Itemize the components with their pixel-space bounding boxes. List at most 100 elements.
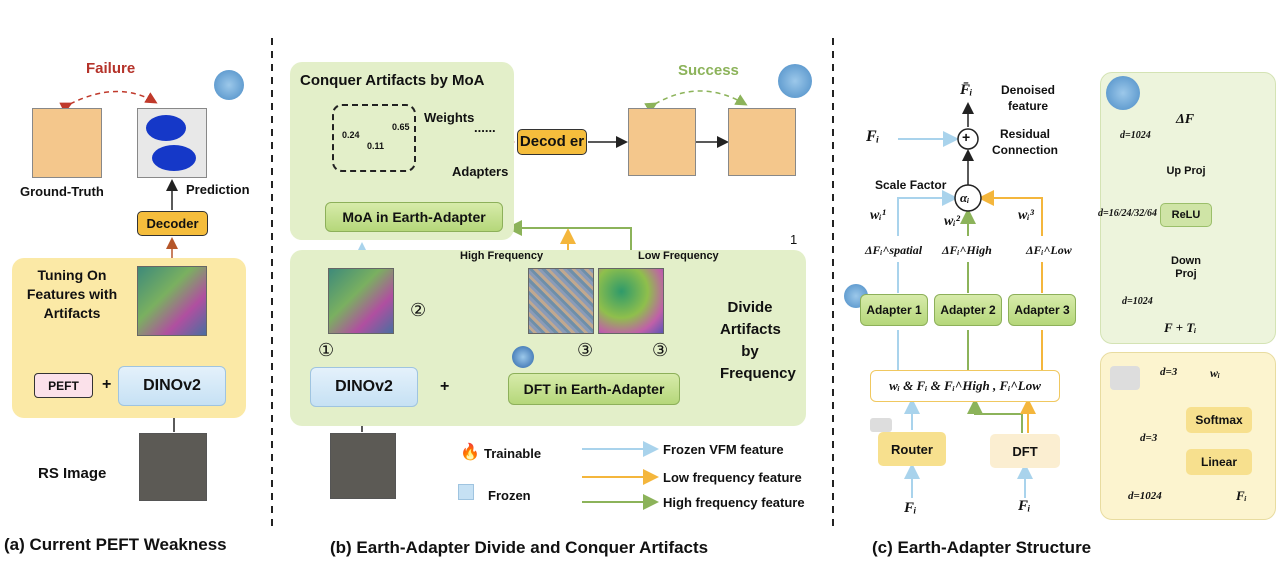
adapters-label: Adapters <box>452 164 509 179</box>
weights-label: Weights <box>424 110 475 125</box>
failure-label: Failure <box>86 60 136 77</box>
fire-icon: 🔥 <box>460 444 480 461</box>
failure-arrow <box>59 90 158 114</box>
input-feature-symbol: Fᵢ <box>866 128 880 145</box>
legend-frozen-vfm: Frozen VFM feature <box>663 442 784 457</box>
relu-block: ReLU <box>1160 203 1212 227</box>
plus-sign-b: + <box>440 378 450 395</box>
arrow <box>967 398 1023 433</box>
arrow <box>897 190 958 236</box>
earth-adapter-icon <box>1106 76 1140 110</box>
rs-image-label: RS Image <box>38 465 107 482</box>
result-image-2 <box>728 108 796 176</box>
router-device-icon <box>870 418 892 432</box>
happy-earth-icon <box>778 64 812 98</box>
caption-b: (b) Earth-Adapter Divide and Conquer Art… <box>330 538 709 557</box>
magnifier-icon <box>512 346 534 368</box>
bar-value-2: 0.11 <box>367 141 385 151</box>
adapter-output-symbol: ΔF <box>1176 112 1195 127</box>
adapter-3: Adapter 3 <box>1008 294 1076 326</box>
w3-symbol: wᵢ³ <box>1018 208 1034 223</box>
router-dim-top: d=3 <box>1160 366 1178 378</box>
dinov2-block-b: DINOv2 <box>310 367 418 407</box>
bar-value-3: 0.65 <box>392 122 410 132</box>
step-3a: ③ <box>577 340 594 360</box>
up-proj-label: Up Proj <box>1166 164 1206 177</box>
denoised-label: Denoised feature <box>1000 83 1055 113</box>
router-output-symbol: wᵢ <box>1210 366 1221 380</box>
high-frequency-label: High Frequency <box>460 250 544 262</box>
sad-earth-icon <box>214 70 244 100</box>
decoder-block-b: Decod er <box>517 129 587 155</box>
delta-low: ΔFᵢ^Low <box>1026 243 1072 257</box>
weights-ellipsis: ...... <box>474 120 496 135</box>
success-label: Success <box>678 62 739 79</box>
router-detail-icon <box>1110 366 1140 390</box>
scale-factor-label: Scale Factor <box>875 178 947 192</box>
down-proj-label: Down Proj <box>1171 255 1201 280</box>
ground-truth-image <box>32 108 102 178</box>
decoder-block: Decoder <box>137 211 208 236</box>
legend-low-freq: Low frequency feature <box>663 470 802 485</box>
peft-block: PEFT <box>34 373 93 398</box>
delta-spatial: ΔFᵢ^spatial <box>865 243 923 257</box>
prediction-image <box>137 108 207 178</box>
arrow <box>978 190 1043 236</box>
high-frequency-image <box>528 268 594 334</box>
router-input-symbol: Fᵢ <box>904 500 917 516</box>
w1-symbol: wᵢ¹ <box>870 208 886 223</box>
page-marker: 1 <box>790 232 798 247</box>
scale-circle <box>954 184 982 212</box>
plus-symbol: + <box>962 129 971 145</box>
weights-box <box>332 104 416 172</box>
result-image-1 <box>628 108 696 176</box>
artifact-feature-image <box>137 266 207 336</box>
router-input-symbol-detail: Fᵢ <box>1236 488 1247 503</box>
combined-input-box: wᵢ & Fᵢ & Fᵢ^High , Fᵢ^Low <box>870 370 1060 402</box>
legend-frozen: Frozen <box>488 488 531 503</box>
linear-block: Linear <box>1186 449 1252 475</box>
adapter-dim-bottom: d=1024 <box>1122 296 1153 307</box>
rs-image <box>139 433 207 501</box>
legend-trainable: Trainable <box>484 446 542 461</box>
alpha-symbol: αᵢ <box>960 190 970 205</box>
w2-symbol: wᵢ² <box>944 214 960 229</box>
prediction-label: Prediction <box>186 182 250 197</box>
dft-block: DFT in Earth-Adapter <box>508 373 680 405</box>
router-dim-mid: d=3 <box>1140 432 1158 444</box>
step-2: ② <box>410 300 427 320</box>
low-frequency-label: Low Frequency <box>638 250 719 262</box>
moa-block: MoA in Earth-Adapter <box>325 202 503 232</box>
adapter-1: Adapter 1 <box>860 294 928 326</box>
step-1: ① <box>318 340 335 360</box>
ground-truth-label: Ground-Truth <box>20 184 104 199</box>
divide-label: Divide Artifacts by Frequency <box>720 299 796 382</box>
cube-icon <box>458 484 474 500</box>
adapter-input-symbol: F + Tᵢ <box>1164 320 1197 335</box>
bar-value-1: 0.24 <box>342 130 360 140</box>
low-frequency-image <box>598 268 664 334</box>
tuning-label: Tuning On Features with Artifacts <box>26 267 118 321</box>
plus-sign: + <box>102 376 112 393</box>
step-3b: ③ <box>652 340 669 360</box>
residual-label: Residual Connection <box>992 127 1058 157</box>
dino-feature-image <box>328 268 394 334</box>
adapter-dim-top: d=1024 <box>1120 130 1151 141</box>
softmax-block: Softmax <box>1186 407 1252 433</box>
legend-high-freq: High frequency feature <box>663 495 805 510</box>
adapter-2: Adapter 2 <box>934 294 1002 326</box>
success-arrow <box>644 90 748 114</box>
conquer-title: Conquer Artifacts by MoA <box>300 72 485 89</box>
router-block: Router <box>878 432 946 466</box>
caption-a: (a) Current PEFT Weakness <box>4 535 227 554</box>
adapter-hidden-dims: d=16/24/32/64 <box>1098 208 1158 219</box>
caption-c: (c) Earth-Adapter Structure <box>872 538 1092 557</box>
add-circle <box>957 128 979 150</box>
dft-block-c: DFT <box>990 434 1060 468</box>
router-dim-bottom: d=1024 <box>1128 490 1162 502</box>
dinov2-block: DINOv2 <box>118 366 226 406</box>
rs-image-b <box>330 433 396 499</box>
delta-high: ΔFᵢ^High <box>942 243 992 257</box>
dft-input-symbol: Fᵢ <box>1018 498 1031 514</box>
